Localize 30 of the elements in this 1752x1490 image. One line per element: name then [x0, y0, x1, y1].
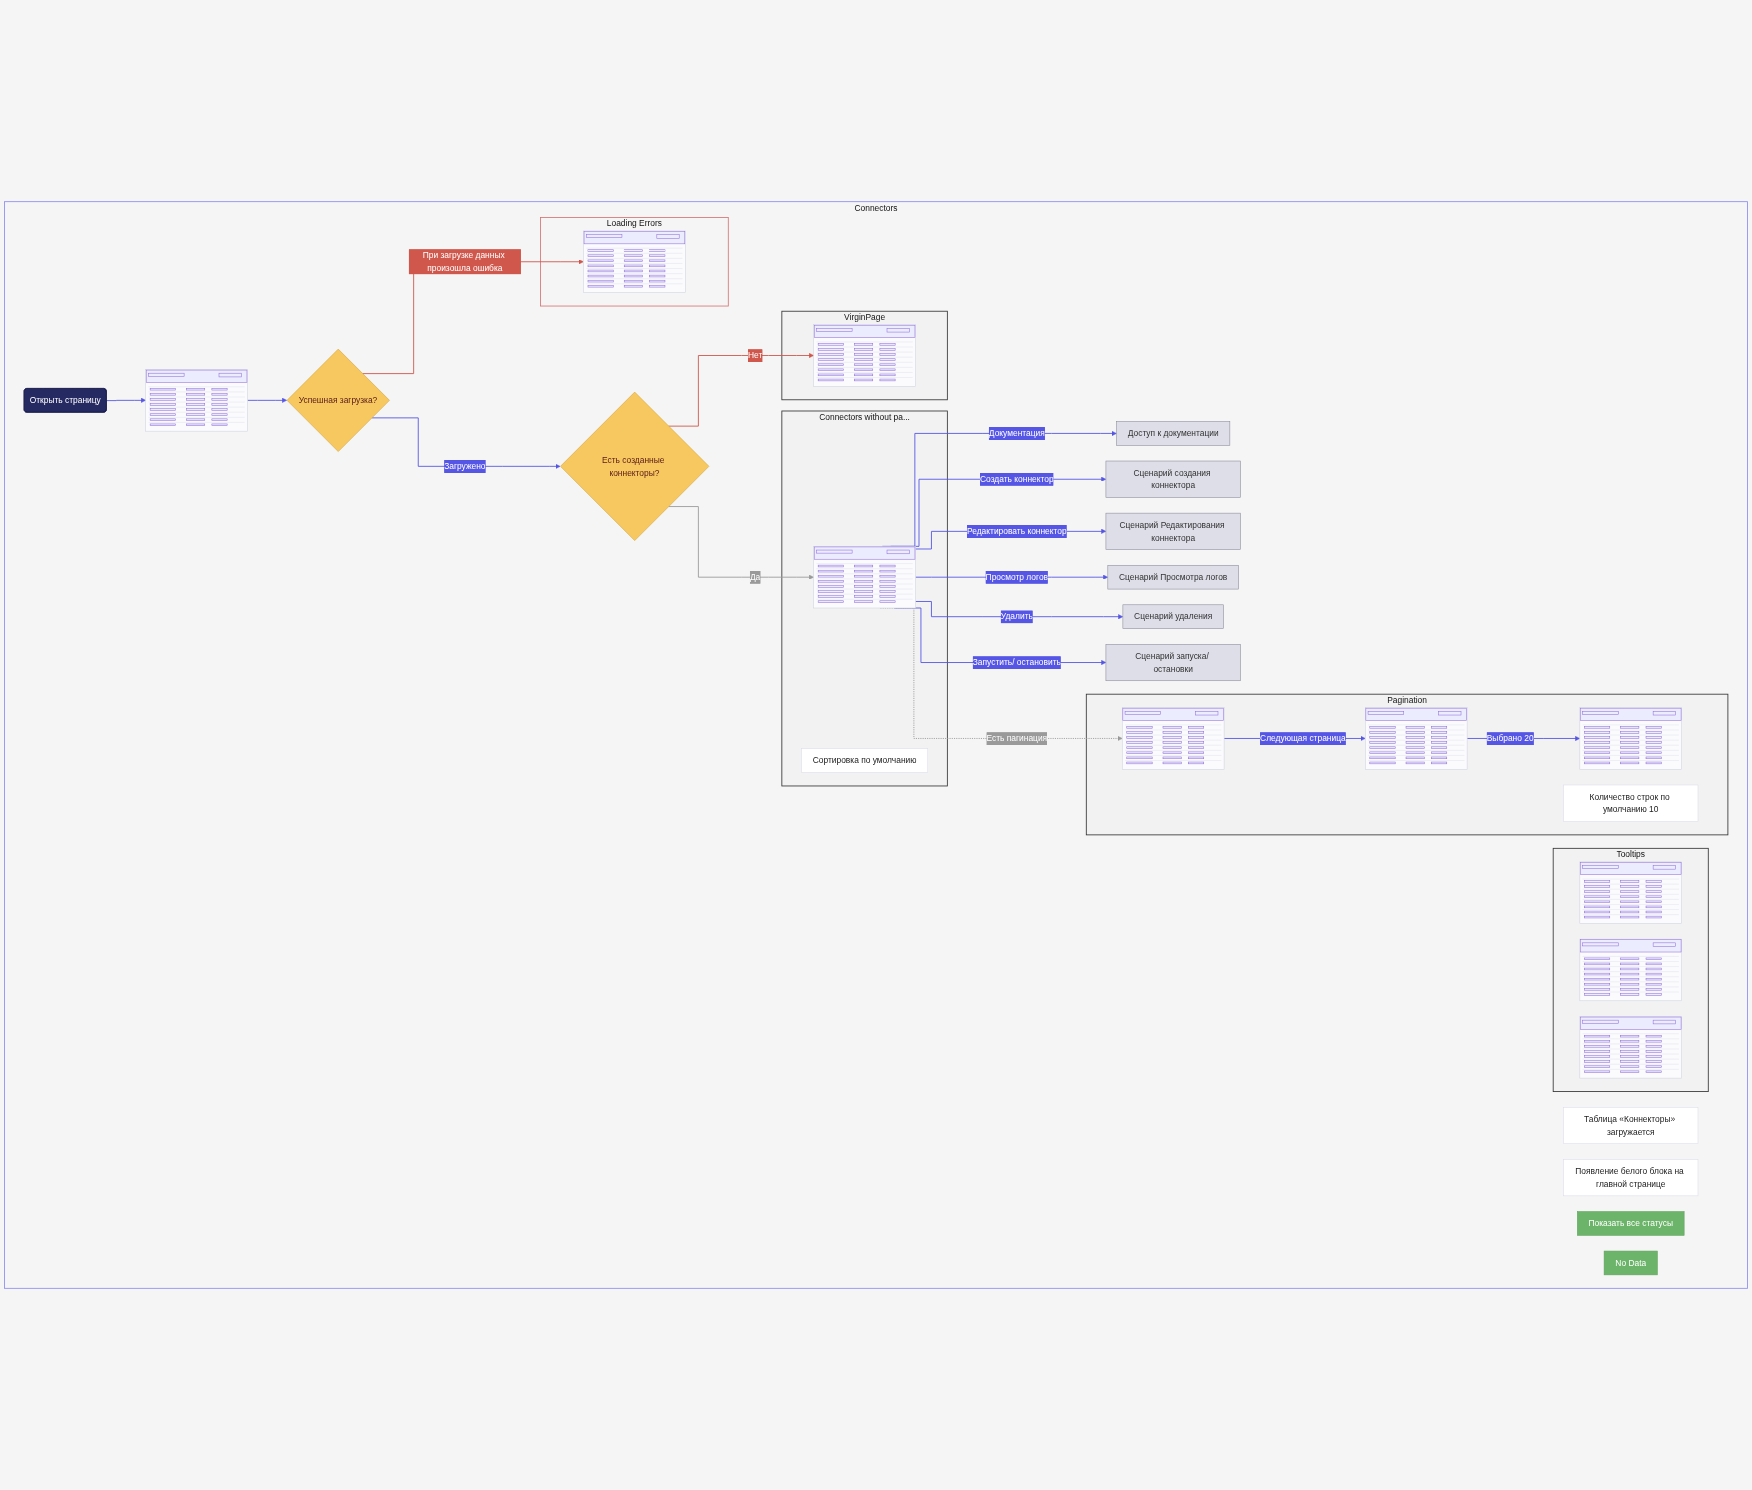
node-box: No Data: [1603, 1250, 1658, 1276]
edge-label: Редактировать коннектор: [966, 526, 1067, 536]
edge-label: Нет: [747, 350, 763, 360]
cluster: Tooltips: [1552, 847, 1709, 1092]
node-box: Сценарий Редактирования коннектора: [1105, 512, 1241, 550]
edge-label: При загрузке данных произошла ошибка: [422, 250, 505, 273]
edge-label: Да: [749, 572, 761, 582]
node-box: Таблица «Коннекторы» загружается: [1563, 1107, 1699, 1144]
node-box: Появление белого блока на главной странице: [1563, 1159, 1699, 1197]
edge-label: Следующая страница: [1260, 733, 1346, 743]
edge-label: Создать коннектор: [980, 474, 1054, 484]
node-box: Сценарий Просмотра логов: [1107, 565, 1239, 590]
node-box: Показать все статусы: [1577, 1211, 1685, 1236]
edge-label: Документация: [988, 428, 1045, 438]
cluster: Loading Errors: [540, 217, 729, 307]
edge-label: Есть пагинация: [986, 733, 1048, 743]
edge-label: Выбрано 20: [1486, 733, 1534, 743]
node-box: Сценарий запуска/ остановки: [1105, 644, 1241, 681]
edge-label: Запустить/ остановить: [972, 657, 1061, 667]
node-diamond: Есть созданные коннекторы?: [560, 391, 710, 541]
node-box: Доступ к документации: [1116, 421, 1231, 446]
node-box: Сортировка по умолчанию: [801, 748, 928, 773]
edge-label: Загружено: [444, 461, 486, 471]
cluster: VirginPage: [781, 310, 948, 401]
node-box: Количество строк по умолчанию 10: [1563, 784, 1699, 822]
node-box: Сценарий удаления: [1122, 604, 1224, 629]
node-diamond: Успешная загрузка?: [286, 348, 390, 452]
node-box: Сценарий создания коннектора: [1105, 460, 1241, 498]
edge-label: Просмотр логов: [985, 572, 1049, 582]
edge-label: Удалить: [1000, 611, 1033, 622]
